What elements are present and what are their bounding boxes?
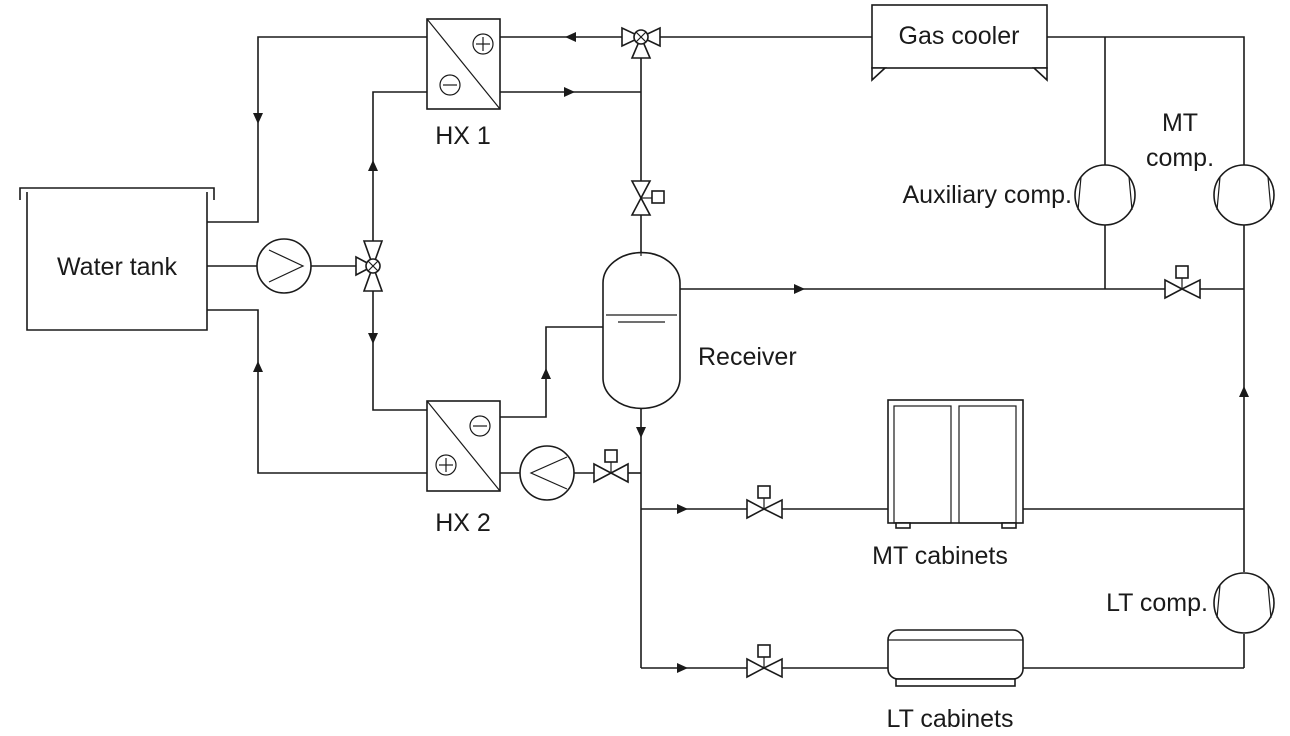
piping xyxy=(207,36,1245,669)
mt-comp-label-line2: comp. xyxy=(1146,144,1214,172)
pump-outlet-valve-icon xyxy=(593,449,629,484)
mt-cabinets-label: MT cabinets xyxy=(872,542,1008,570)
flow-arrow-up-icon xyxy=(253,361,263,372)
flow-arrow-right-icon xyxy=(794,284,805,294)
flow-arrow-right-icon xyxy=(564,87,575,97)
lt-cabinets: LT cabinets xyxy=(887,629,1024,733)
mt-expansion-valve-icon xyxy=(746,485,783,520)
refrigerant-pump-icon xyxy=(519,445,575,501)
flow-arrows xyxy=(253,32,1249,673)
water-pump-icon xyxy=(256,238,312,294)
flow-arrow-down-icon xyxy=(636,427,646,438)
flow-arrow-up-icon xyxy=(541,368,551,379)
three-way-valve-icon xyxy=(355,240,384,292)
lt-compressor-icon: LT comp. xyxy=(1106,572,1275,634)
pipe-tank-to-hx2 xyxy=(207,309,427,474)
flow-arrow-down-icon xyxy=(253,113,263,124)
gas-cooler-label: Gas cooler xyxy=(899,22,1020,50)
flow-arrow-left-icon xyxy=(565,32,576,42)
mt-compressor-icon: MT comp. xyxy=(1146,109,1275,226)
flow-arrow-up-icon xyxy=(1239,386,1249,397)
hx2-label: HX 2 xyxy=(435,509,491,537)
auxiliary-comp-label: Auxiliary comp. xyxy=(903,181,1073,209)
pipe-hx2-to-receiver xyxy=(500,326,603,418)
flow-arrow-up-icon xyxy=(368,160,378,171)
heat-exchanger-1: HX 1 xyxy=(426,18,501,150)
lt-cabinets-label: LT cabinets xyxy=(887,705,1014,733)
mt-comp-label-line1: MT xyxy=(1162,109,1198,137)
hx1-label: HX 1 xyxy=(435,122,491,150)
flash-gas-valve-icon xyxy=(1164,265,1201,300)
mt-cabinets: MT cabinets xyxy=(872,399,1024,570)
lt-comp-label: LT comp. xyxy=(1106,589,1208,617)
lt-expansion-valve-icon xyxy=(746,644,783,679)
receiver-label: Receiver xyxy=(698,343,797,371)
flow-arrow-down-icon xyxy=(368,333,378,344)
top-three-way-valve-icon xyxy=(621,26,661,59)
flow-arrow-right-icon xyxy=(677,504,688,514)
receiver: Receiver xyxy=(602,251,797,410)
pipe-hx1-minus xyxy=(372,91,427,411)
flow-arrow-right-icon xyxy=(677,663,688,673)
gas-cooler: Gas cooler xyxy=(871,4,1048,82)
high-pressure-valve-icon xyxy=(630,180,665,216)
water-tank: Water tank xyxy=(19,187,215,331)
heat-exchanger-2: HX 2 xyxy=(426,400,501,537)
water-tank-label: Water tank xyxy=(57,253,177,281)
pipe-tank-to-hx1 xyxy=(207,36,427,223)
auxiliary-compressor-icon: Auxiliary comp. xyxy=(903,164,1136,226)
pipe-gascooler-out xyxy=(1047,36,1245,166)
